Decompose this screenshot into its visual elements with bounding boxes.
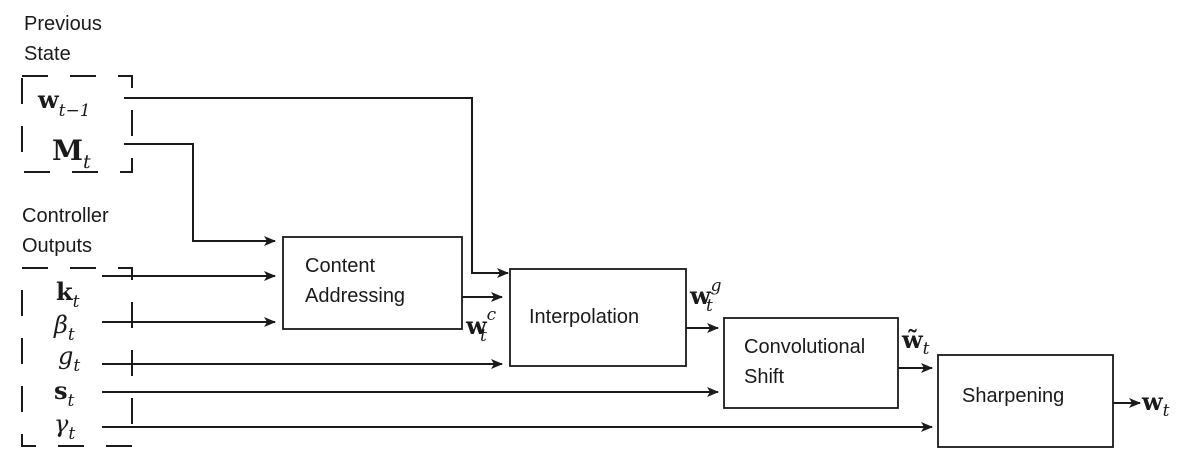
svg-text:Convolutional: Convolutional (744, 336, 865, 358)
svg-text:Content: Content (305, 255, 375, 277)
svg-text:Interpolation: Interpolation (529, 306, 639, 328)
convolutional-shift-block: Convolutional Shift (723, 317, 899, 409)
gamma-symbol: γt (54, 410, 75, 444)
previous-state-group-box (21, 75, 133, 173)
shift-symbol: st (54, 376, 75, 411)
key-symbol: kt (56, 277, 80, 312)
memory-to-content-arrow (124, 143, 276, 246)
svg-text:Controller: Controller (22, 205, 109, 227)
svg-text:Sharpening: Sharpening (962, 385, 1064, 407)
sharpening-block: Sharpening (937, 354, 1114, 448)
previous-state-label: Previous State (24, 13, 102, 65)
svg-text:Addressing: Addressing (305, 285, 405, 307)
memory-symbol: Mt (52, 134, 91, 173)
w-shifted-label: w̃t (901, 325, 930, 359)
content-addressing-block: Content Addressing (282, 236, 463, 330)
beta-symbol: βt (53, 311, 75, 345)
svg-text:Outputs: Outputs (22, 235, 92, 257)
svg-text:Previous: Previous (24, 13, 102, 35)
w-output-label: wt (1141, 387, 1170, 421)
w-prev-to-interpolation-arrow (124, 97, 509, 278)
svg-text:Shift: Shift (744, 366, 784, 388)
controller-outputs-label: Controller Outputs (22, 205, 109, 257)
gate-symbol: gt (58, 342, 80, 376)
w-prev-symbol: wt−1 (37, 85, 91, 121)
svg-text:State: State (24, 43, 71, 65)
interpolation-block: Interpolation (509, 268, 687, 367)
controller-outputs-group-box (21, 267, 133, 447)
